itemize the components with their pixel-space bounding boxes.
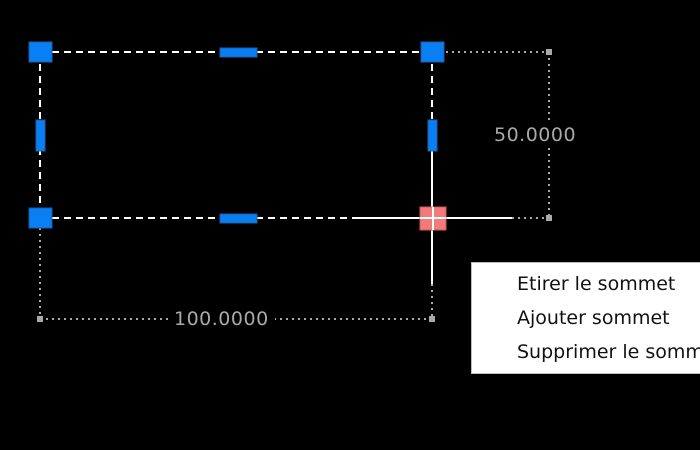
midpoint-grip-top[interactable] <box>219 47 258 58</box>
horizontal-dimension[interactable] <box>37 222 435 322</box>
vertical-dimension-value: 50.0000 <box>488 124 583 146</box>
grip-context-menu: Etirer le sommet Ajouter sommet Supprime… <box>471 262 700 374</box>
menu-item-stretch-vertex[interactable]: Etirer le sommet <box>517 273 676 295</box>
vertical-dimension[interactable] <box>446 49 552 221</box>
dimension-arrow-tick <box>429 316 435 322</box>
menu-item-remove-vertex[interactable]: Supprimer le sommet <box>517 341 700 363</box>
rectangle-polyline[interactable] <box>39 51 433 219</box>
vertex-grip-top-right[interactable] <box>420 41 445 63</box>
horizontal-dimension-value: 100.0000 <box>168 308 275 330</box>
dimension-arrow-tick <box>546 215 552 221</box>
vertex-grip-top-left[interactable] <box>28 41 53 63</box>
hot-vertex-grip[interactable] <box>419 206 447 231</box>
vertex-grip-bottom-left[interactable] <box>28 207 53 229</box>
midpoint-grip-bottom[interactable] <box>219 213 258 224</box>
midpoint-grip-left[interactable] <box>35 119 46 152</box>
dimension-arrow-tick <box>546 49 552 55</box>
menu-item-add-vertex[interactable]: Ajouter sommet <box>517 307 670 329</box>
midpoint-grip-right[interactable] <box>427 119 438 152</box>
dimension-arrow-tick <box>37 316 43 322</box>
